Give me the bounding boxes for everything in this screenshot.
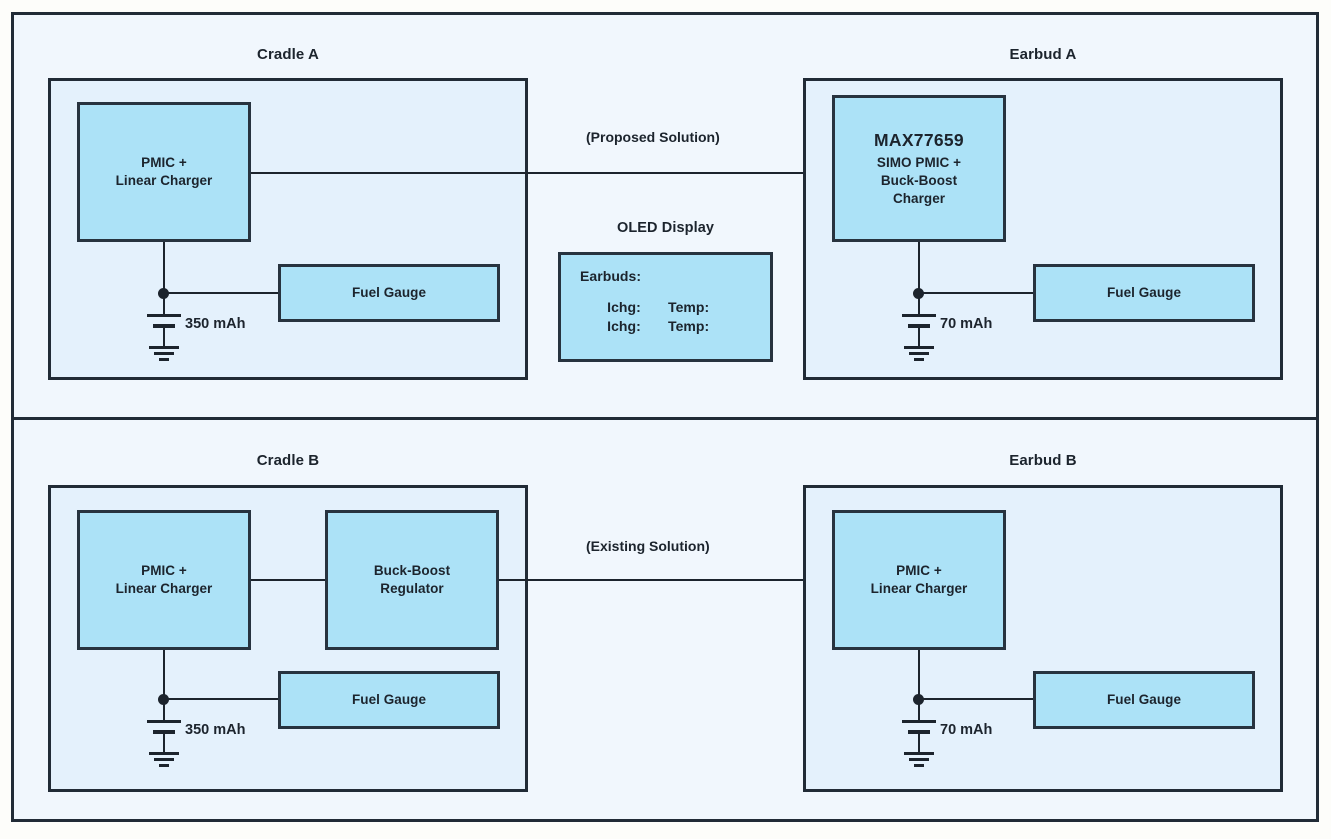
earbud-b-junction-dot (913, 694, 924, 705)
cradle-b-battery-wire (163, 650, 165, 702)
earbud-a-ground-icon (904, 346, 934, 362)
oled-row2-temp-label: Temp: (668, 318, 710, 334)
earbud-a-fuel-gauge-label: Fuel Gauge (1106, 285, 1181, 301)
oled-row1-temp-label: Temp: (668, 299, 710, 315)
cradle-a-pmic-line2: Linear Charger (115, 173, 213, 188)
earbud-a-junction-dot (913, 288, 924, 299)
existing-solution-wire (499, 579, 817, 581)
cradle-a-capacity-label: 350 mAh (185, 316, 246, 332)
cradle-b-fuel-gauge-label: Fuel Gauge (351, 692, 426, 708)
cradle-b-regulator-line2: Regulator (380, 581, 444, 596)
cradle-a-battery-stem (163, 294, 165, 314)
cradle-b-fuel-gauge-block[interactable]: Fuel Gauge (278, 671, 500, 729)
earbud-a-title: Earbud A (1009, 46, 1077, 63)
cradle-a-fuel-gauge-label: Fuel Gauge (351, 285, 426, 301)
earbud-a-pmic-line2: Buck-Boost (880, 173, 958, 189)
earbud-b-pmic-line1: PMIC + (896, 563, 942, 579)
earbud-b-battery-wire (918, 650, 920, 702)
cradle-b-ground-stem (163, 730, 165, 752)
cradle-b-pmic-block[interactable]: PMIC + Linear Charger (77, 510, 251, 650)
oled-display-block[interactable]: Earbuds: Ichg: Temp: Ichg: Temp: (558, 252, 773, 362)
cradle-b-junction-dot (158, 694, 169, 705)
cradle-b-pmic-regulator-wire (251, 579, 325, 581)
cradle-b-regulator-block[interactable]: Buck-Boost Regulator (325, 510, 499, 650)
cradle-a-fuel-gauge-block[interactable]: Fuel Gauge (278, 264, 500, 322)
cradle-b-ground-icon (149, 752, 179, 768)
earbud-a-fuel-gauge-block[interactable]: Fuel Gauge (1033, 264, 1255, 322)
earbud-a-fuelgauge-wire (919, 292, 1034, 294)
proposed-solution-wire (251, 172, 817, 174)
cradle-a-title: Cradle A (257, 46, 319, 63)
cradle-a-pmic-block[interactable]: PMIC + Linear Charger (77, 102, 251, 242)
earbud-a-battery-stem (918, 294, 920, 314)
earbud-b-title: Earbud B (1009, 452, 1077, 469)
earbud-b-fuel-gauge-label: Fuel Gauge (1106, 692, 1181, 708)
earbud-a-battery-wire (918, 242, 920, 294)
cradle-b-pmic-line2: Linear Charger (115, 581, 213, 596)
earbud-a-pmic-line3: Charger (892, 190, 946, 206)
oled-data-row-2: Ichg: Temp: (580, 319, 709, 333)
oled-row2-current-label: Ichg: (607, 318, 641, 334)
oled-header-label: Earbuds: (580, 268, 642, 284)
cradle-b-capacity-label: 350 mAh (185, 722, 246, 738)
oled-data-row-1: Ichg: Temp: (580, 300, 709, 314)
cradle-b-fuelgauge-wire (164, 698, 279, 700)
earbud-a-capacity-label: 70 mAh (940, 316, 993, 332)
cradle-b-pmic-line1: PMIC + (141, 563, 187, 579)
earbud-b-battery-stem (918, 700, 920, 720)
earbud-a-pmic-line1: SIMO PMIC + (876, 155, 962, 171)
earbud-a-part-number: MAX77659 (874, 130, 964, 151)
earbud-b-ground-icon (904, 752, 934, 768)
oled-display-title: OLED Display (616, 220, 715, 236)
row-divider (11, 417, 1319, 420)
earbud-b-pmic-line2: Linear Charger (870, 581, 968, 596)
oled-header-row: Earbuds: (580, 269, 641, 283)
cradle-b-title: Cradle B (256, 452, 320, 469)
earbud-b-ground-stem (918, 730, 920, 752)
earbud-a-ground-stem (918, 324, 920, 346)
cradle-a-junction-dot (158, 288, 169, 299)
earbud-b-capacity-label: 70 mAh (940, 722, 993, 738)
existing-solution-label: (Existing Solution) (586, 538, 710, 554)
oled-row1-current-label: Ichg: (607, 299, 641, 315)
cradle-b-battery-stem (163, 700, 165, 720)
proposed-solution-label: (Proposed Solution) (586, 129, 720, 145)
earbud-b-fuel-gauge-block[interactable]: Fuel Gauge (1033, 671, 1255, 729)
cradle-a-ground-stem (163, 324, 165, 346)
cradle-a-battery-wire (163, 242, 165, 294)
cradle-a-pmic-line1: PMIC + (141, 155, 187, 171)
cradle-b-regulator-line1: Buck-Boost (373, 563, 451, 579)
cradle-a-fuelgauge-wire (164, 292, 279, 294)
earbud-b-fuelgauge-wire (919, 698, 1034, 700)
cradle-a-ground-icon (149, 346, 179, 362)
earbud-a-max77659-block[interactable]: MAX77659 SIMO PMIC + Buck-Boost Charger (832, 95, 1006, 242)
earbud-b-pmic-block[interactable]: PMIC + Linear Charger (832, 510, 1006, 650)
